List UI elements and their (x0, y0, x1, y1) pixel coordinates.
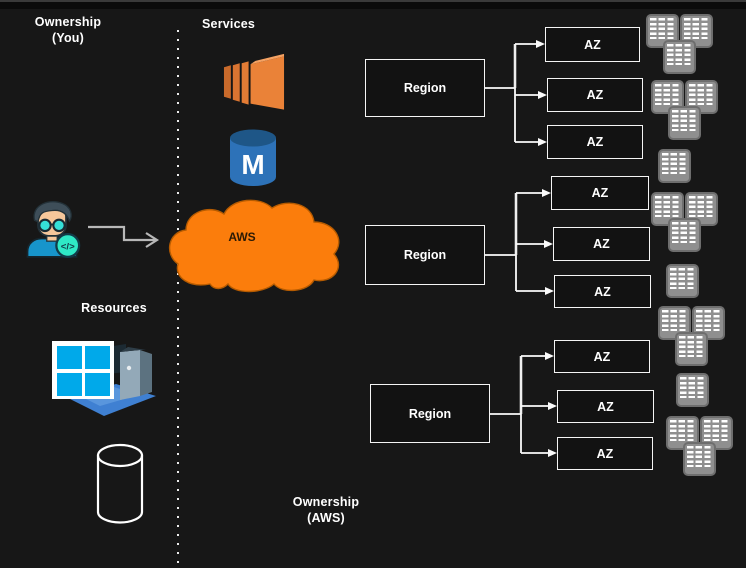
label-ownership-aws-line2: (AWS) (307, 511, 345, 526)
server-racks-cluster-icon (651, 192, 719, 253)
region1-az3-arrowhead (538, 138, 547, 146)
region3-az1-arrowhead (545, 352, 554, 360)
aws-cloud-label: AWS (228, 230, 256, 244)
ownership-divider-dotted-line (177, 30, 179, 568)
label-resources: Resources (81, 301, 147, 315)
az-3-3-label: AZ (596, 446, 614, 461)
server-racks-cluster-icon (666, 416, 734, 477)
region-box-3: Region (370, 384, 490, 443)
top-edge-band (0, 2, 746, 9)
az-2-1-label: AZ (591, 186, 609, 200)
database-cylinder-outline-icon (96, 443, 144, 524)
developer-arrow-head (145, 232, 160, 248)
region-box-1: Region (365, 59, 485, 117)
aws-cloud: AWS (166, 192, 348, 296)
label-ownership-you-line1: Ownership (34, 15, 102, 29)
database-m-letter: M (241, 149, 264, 180)
server-rack-icon (658, 149, 691, 183)
aws-cloud-shape (168, 199, 340, 293)
region2-az2-arrowhead (544, 240, 553, 248)
developer-to-cloud-arrow (88, 225, 155, 242)
az-3-2-label: AZ (597, 399, 614, 414)
label-ownership-aws: Ownership (AWS) (276, 494, 376, 527)
server-rack-icon (666, 264, 699, 298)
az-box-2-1: AZ (551, 176, 649, 210)
label-ownership-you-line2: (You) (51, 31, 84, 46)
region2-connectors (485, 192, 545, 292)
label-ownership-you: Ownership (You) (20, 14, 116, 47)
region-box-2: Region (365, 225, 485, 285)
az-1-1-label: AZ (584, 37, 601, 52)
region-3-label: Region (408, 406, 452, 421)
server-racks-cluster-icon (658, 306, 726, 367)
top-edge-line (0, 0, 746, 2)
region1-az1-arrowhead (536, 40, 545, 48)
az-box-3-1: AZ (554, 340, 650, 373)
az-1-3-label: AZ (586, 135, 604, 149)
az-1-2-label: AZ (586, 88, 604, 102)
label-ownership-aws-line1: Ownership (292, 495, 360, 509)
database-cylinder-m-icon: M (230, 129, 276, 186)
label-services: Services (202, 17, 256, 31)
server-racks-cluster-icon (651, 80, 719, 141)
az-2-2-label: AZ (593, 237, 610, 251)
windows-pc-icon (52, 341, 156, 416)
az-box-3-3: AZ (557, 437, 653, 470)
code-badge-icon (55, 232, 81, 259)
developer-avatar-icon: </> (26, 201, 81, 259)
region-1-label: Region (403, 81, 447, 95)
server-racks-cluster-icon (646, 14, 714, 75)
az-3-1-label: AZ (593, 349, 611, 364)
region2-az1-arrowhead (542, 189, 551, 197)
region2-az3-arrowhead (545, 287, 554, 295)
region3-az3-arrowhead (548, 449, 557, 457)
aws-ec2-instances-icon (223, 53, 285, 110)
server-rack-icon (676, 373, 709, 407)
az-box-3-2: AZ (557, 390, 654, 423)
az-box-1-2: AZ (547, 78, 643, 112)
az-box-2-3: AZ (554, 275, 651, 308)
az-2-3-label: AZ (594, 284, 611, 299)
region1-az2-arrowhead (538, 91, 547, 99)
az-box-2-2: AZ (553, 227, 650, 261)
region-2-label: Region (403, 248, 447, 262)
az-box-1-1: AZ (545, 27, 640, 62)
az-box-1-3: AZ (547, 125, 643, 159)
code-badge-glyph: </> (61, 241, 75, 252)
region1-connectors (485, 43, 538, 143)
region3-connectors (490, 355, 548, 454)
region3-az2-arrowhead (548, 402, 557, 410)
